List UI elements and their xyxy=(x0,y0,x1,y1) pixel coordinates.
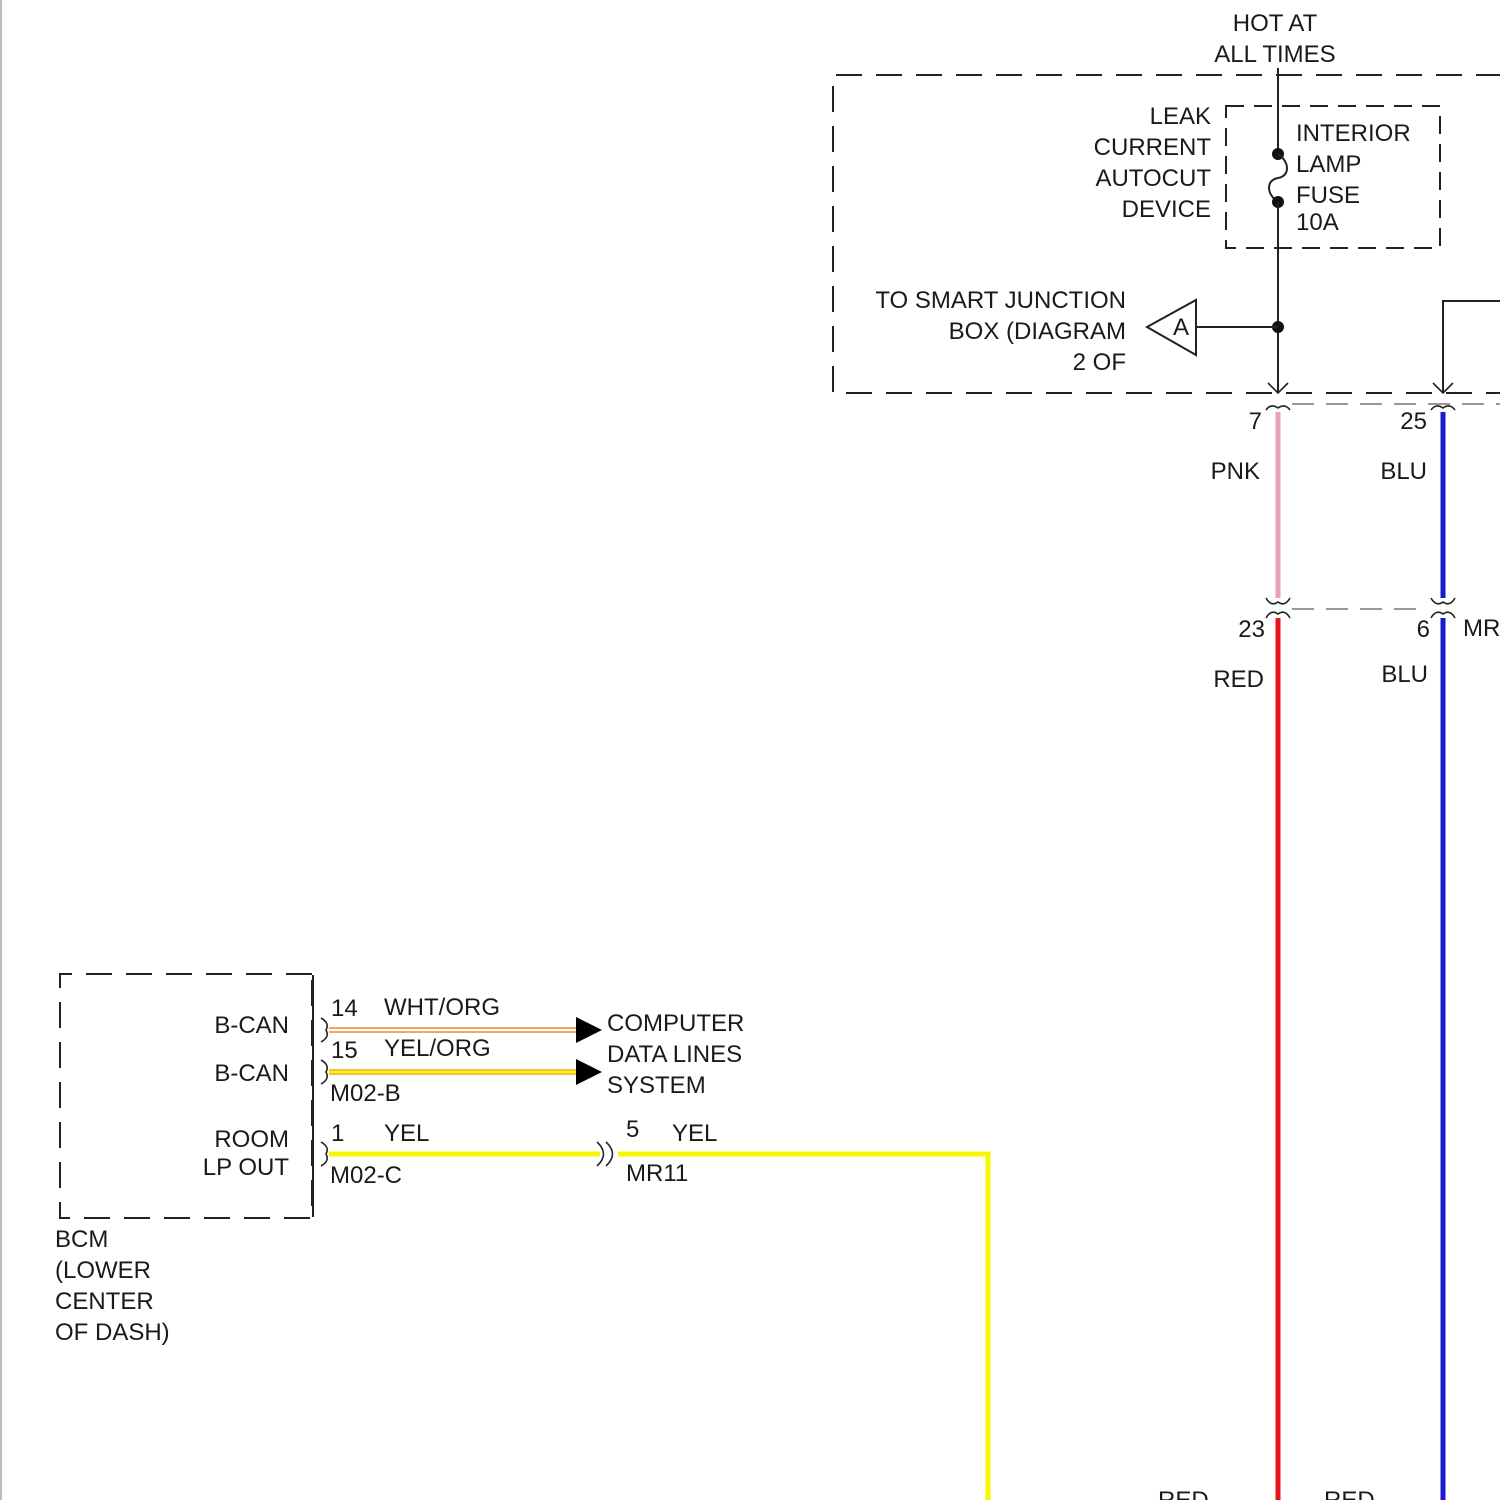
bcm-name-line1: BCM xyxy=(55,1226,108,1253)
junction-ref-marker-letter: A xyxy=(1173,314,1189,341)
data-arrow-15 xyxy=(576,1059,602,1085)
bcm-pin14-number: 14 xyxy=(331,995,358,1022)
bcm-pin1-wire: YEL xyxy=(384,1120,429,1147)
bcm-name-line2: (LOWER xyxy=(55,1257,151,1284)
bcm-pin-label-bcan1: B-CAN xyxy=(214,1012,289,1039)
fuse-label-line3: FUSE xyxy=(1296,182,1360,209)
bcm-pin-label-room-2: LP OUT xyxy=(203,1154,290,1181)
bcm-pin15-wire: YEL/ORG xyxy=(384,1035,491,1062)
wire-color-red: RED xyxy=(1213,666,1264,693)
leak-device-line3: AUTOCUT xyxy=(1095,165,1211,192)
data-lines-line2: DATA LINES xyxy=(607,1041,742,1068)
leak-device-line1: LEAK xyxy=(1150,103,1211,130)
mr11-name: MR11 xyxy=(626,1160,688,1187)
bcm-pin15-symbol xyxy=(321,1060,327,1084)
fuse-element xyxy=(1269,154,1287,202)
bcm-pin14-symbol xyxy=(321,1018,327,1042)
data-lines-line1: COMPUTER xyxy=(607,1010,744,1037)
bottom-label-left: RED xyxy=(1158,1487,1209,1500)
bcm-pin14-wire: WHT/ORG xyxy=(384,994,500,1021)
bcm-name-line4: OF DASH) xyxy=(55,1319,170,1346)
power-label-line1: HOT AT xyxy=(1233,10,1318,37)
bcm-name-line3: CENTER xyxy=(55,1288,154,1315)
junction-ref-line2: BOX (DIAGRAM xyxy=(949,318,1126,345)
bcm-pin1-symbol xyxy=(321,1142,327,1166)
bottom-label-right: RED xyxy=(1324,1487,1375,1500)
data-arrow-14 xyxy=(576,1017,602,1043)
power-label-line2: ALL TIMES xyxy=(1214,41,1335,68)
leak-device-line4: DEVICE xyxy=(1122,196,1211,223)
upper-pin-blu: 25 xyxy=(1400,408,1427,435)
wire-color-pnk: PNK xyxy=(1211,458,1260,485)
lower-connector-name: MR xyxy=(1463,615,1500,642)
blu-feed-wire xyxy=(1443,301,1500,392)
lower-pin-red: 23 xyxy=(1238,616,1265,643)
bcm-frame xyxy=(60,974,312,1218)
lower-connector-pin-blu xyxy=(1431,598,1455,604)
bcm-connector-b: M02-B xyxy=(330,1080,401,1107)
fuse-label-line1: INTERIOR xyxy=(1296,120,1411,147)
bcm-pin-label-room-1: ROOM xyxy=(214,1126,289,1153)
wire-yel-mr11-out xyxy=(618,1154,988,1500)
wire-color-blu-upper: BLU xyxy=(1380,458,1427,485)
lower-connector-pin-blu-b xyxy=(1431,612,1455,618)
bcm-connector-c: M02-C xyxy=(330,1162,402,1189)
mr11-connector-right xyxy=(606,1142,613,1166)
lower-pin-blu: 6 xyxy=(1417,616,1430,643)
fuse-label-line2: LAMP xyxy=(1296,151,1361,178)
fuse-label-line4: 10A xyxy=(1296,209,1339,236)
leak-device-line2: CURRENT xyxy=(1094,134,1212,161)
upper-connector-pin-pnk xyxy=(1266,406,1290,410)
bcm-pin1-number: 1 xyxy=(331,1120,344,1147)
bcm-pin-label-bcan2: B-CAN xyxy=(214,1060,289,1087)
upper-connector-pin-blu xyxy=(1431,406,1455,410)
mr11-wire: YEL xyxy=(672,1120,717,1147)
lower-connector-pin-red-b xyxy=(1266,612,1290,618)
lower-connector-pin-red xyxy=(1266,598,1290,604)
upper-pin-pnk: 7 xyxy=(1249,408,1262,435)
mr11-pin: 5 xyxy=(626,1116,639,1143)
bcm-pin15-number: 15 xyxy=(331,1037,358,1064)
data-lines-line3: SYSTEM xyxy=(607,1072,706,1099)
junction-ref-line3: 2 OF xyxy=(1073,349,1126,376)
wire-color-blu-lower: BLU xyxy=(1381,661,1428,688)
junction-ref-line1: TO SMART JUNCTION xyxy=(875,287,1126,314)
